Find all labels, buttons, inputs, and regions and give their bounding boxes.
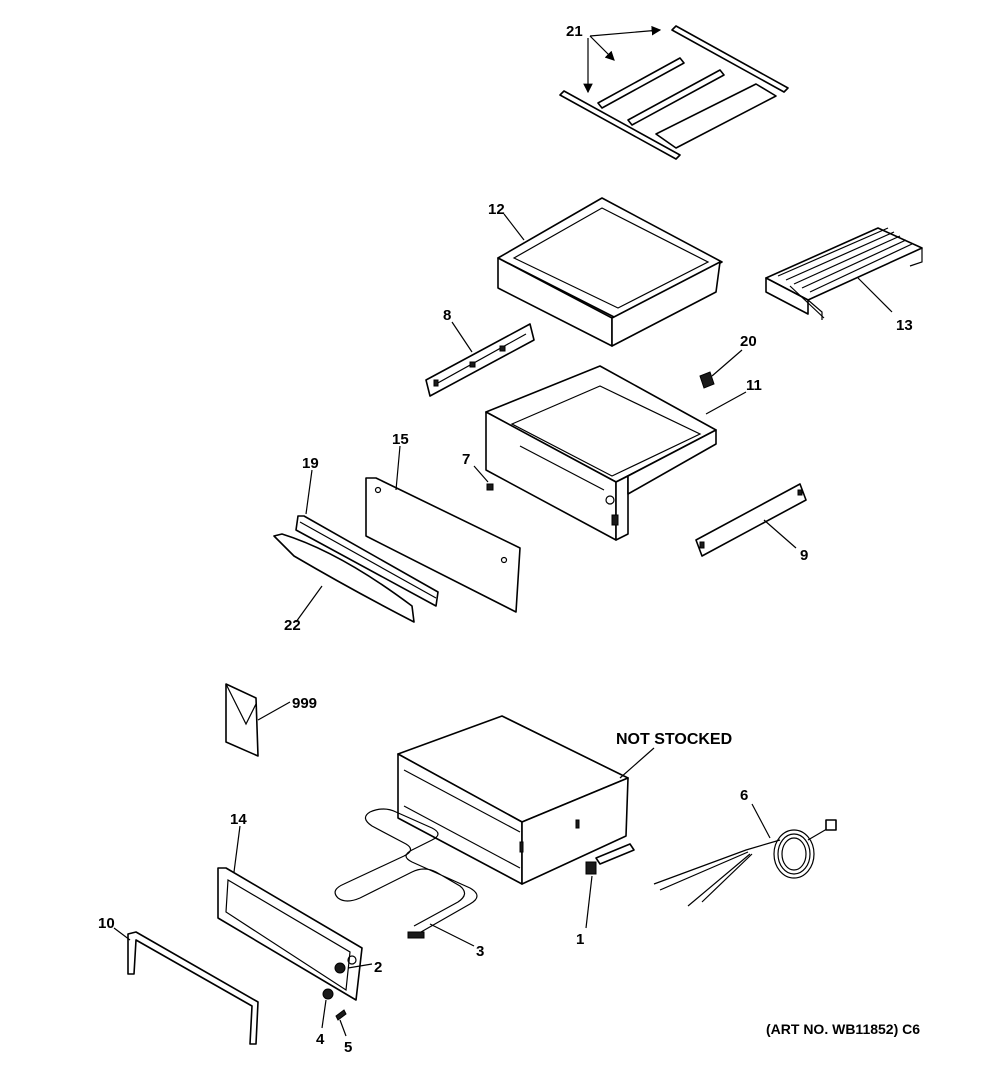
part-13-rack (765, 227, 923, 320)
callout-19: 19 (302, 455, 319, 472)
leader-999 (257, 701, 291, 721)
part-8-slide-rail (425, 323, 535, 397)
callout-8: 8 (443, 307, 451, 324)
leader-11 (705, 391, 747, 415)
part-10-gasket (127, 931, 259, 1045)
callout-22: 22 (284, 617, 301, 634)
callout-1: 1 (576, 931, 584, 948)
leader-2 (347, 963, 373, 969)
callout-20: 20 (740, 333, 757, 350)
part-6-power-cord (653, 819, 837, 907)
part-999-manual (225, 683, 259, 757)
leader-21 (583, 25, 662, 94)
callout-4: 4 (316, 1031, 325, 1048)
callout-21: 21 (566, 23, 583, 40)
callout-9: 9 (800, 547, 808, 564)
part-3-heating-element (334, 808, 478, 939)
leader-9 (763, 519, 797, 549)
part-1-terminal (585, 843, 635, 875)
callout-5: 5 (344, 1039, 352, 1056)
callout-6: 6 (740, 787, 748, 804)
leader-12 (503, 213, 525, 241)
part-14-inner-panel (217, 867, 363, 1001)
part-9-side-rail (695, 483, 807, 557)
part-4-light (322, 988, 334, 1000)
not-stocked-label: NOT STOCKED (616, 731, 732, 748)
callout-15: 15 (392, 431, 409, 448)
part-19-trim (295, 515, 439, 607)
part-7-screw (486, 483, 494, 491)
art-number-caption: (ART NO. WB11852) C6 (766, 1021, 920, 1037)
callout-11: 11 (746, 377, 762, 394)
callout-7: 7 (462, 451, 470, 468)
part-2-knob (334, 962, 346, 974)
leader-3 (429, 923, 475, 947)
leader-7 (473, 465, 489, 483)
leader-14 (233, 825, 241, 873)
part-12-pan (497, 197, 723, 347)
part-20-clip (699, 371, 715, 389)
leader-not-stocked (619, 747, 655, 779)
leader-22 (295, 585, 323, 623)
callout-12: 12 (488, 201, 505, 218)
part-15-front-panel (365, 477, 521, 613)
callout-10: 10 (98, 915, 115, 932)
callout-3: 3 (476, 943, 484, 960)
part-5-pin (335, 1009, 347, 1021)
leader-19 (305, 469, 313, 515)
leader-4 (321, 999, 327, 1029)
leader-15 (395, 445, 401, 491)
leader-20 (711, 349, 743, 377)
part-21-rails (559, 25, 789, 160)
part-11-drawer (485, 365, 717, 541)
callout-999: 999 (292, 695, 317, 712)
callout-2: 2 (374, 959, 382, 976)
housing-not-stocked (397, 715, 629, 885)
callout-14: 14 (230, 811, 247, 828)
leader-5 (339, 1019, 347, 1037)
callout-13: 13 (896, 317, 913, 334)
leader-6 (751, 803, 771, 839)
leader-1 (585, 875, 593, 929)
leader-13 (857, 277, 893, 313)
leader-10 (113, 927, 131, 941)
leader-8 (451, 321, 473, 353)
part-22-handle (273, 533, 415, 623)
